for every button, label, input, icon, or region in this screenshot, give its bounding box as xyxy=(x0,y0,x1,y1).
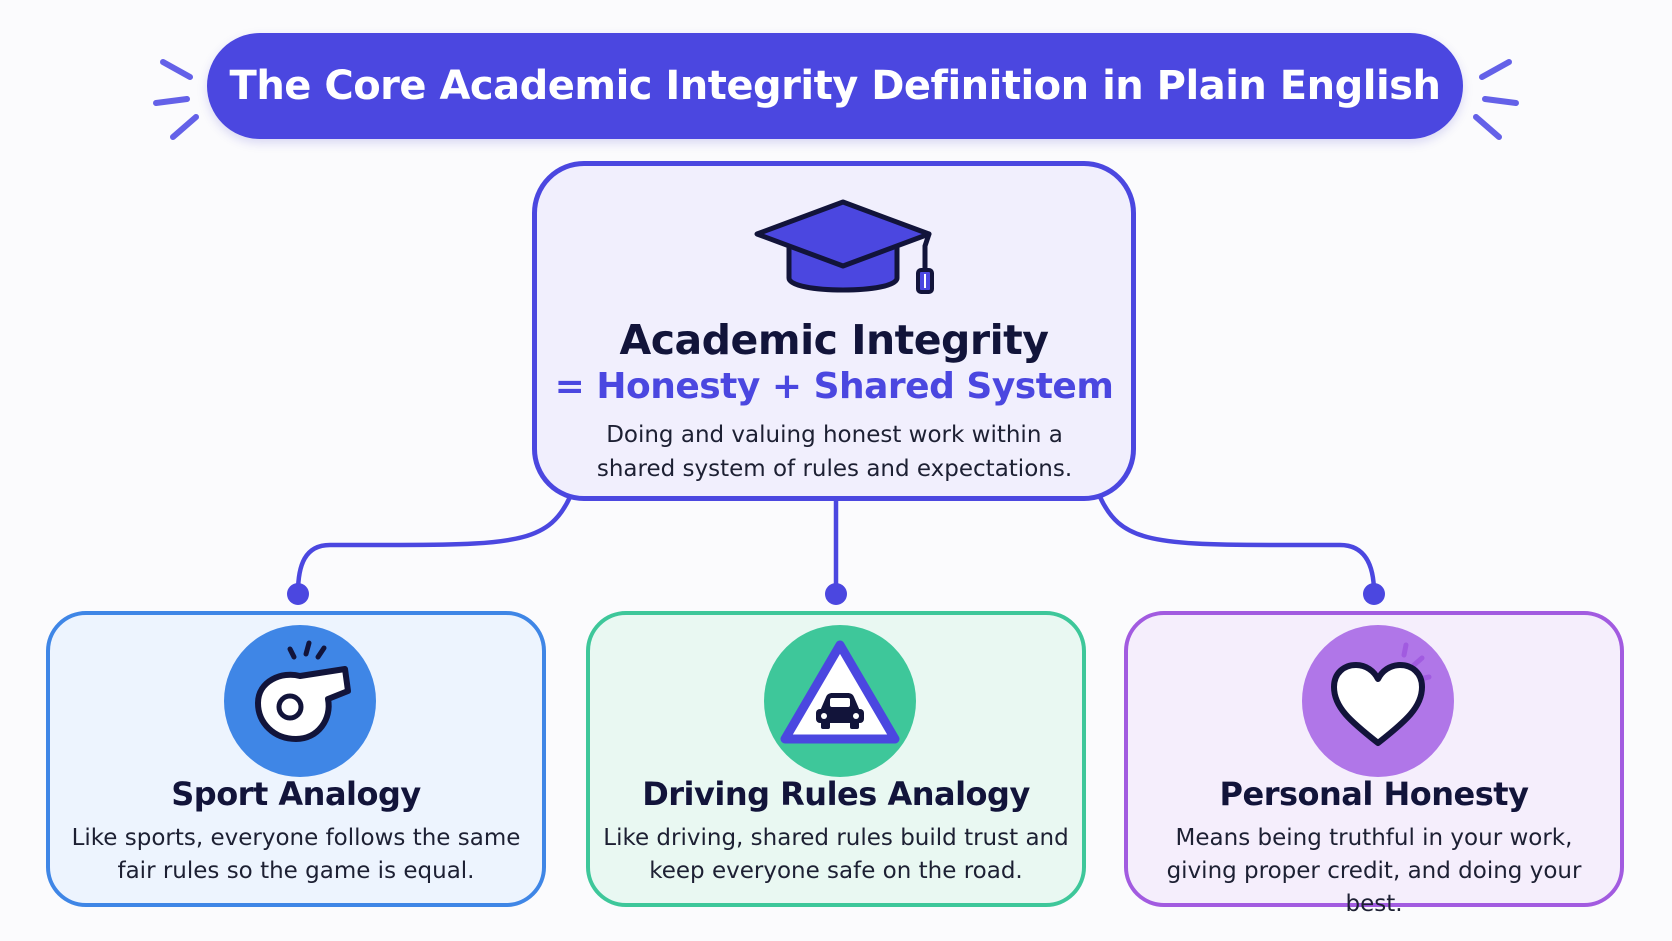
title-banner: The Core Academic Integrity Definition i… xyxy=(207,33,1463,139)
sport-analogy-card: Sport Analogy Like sports, everyone foll… xyxy=(46,611,546,907)
card-title: Personal Honesty xyxy=(1219,775,1529,813)
card-title: Sport Analogy xyxy=(171,775,421,813)
card-description: Means being truthful in your work, givin… xyxy=(1166,825,1582,917)
whistle-icon xyxy=(224,625,376,777)
core-title: Academic Integrity xyxy=(619,316,1049,364)
card-description: Like driving, shared rules build trust a… xyxy=(603,825,1069,884)
right-sparkle-icon xyxy=(1473,59,1519,140)
card-description: Like sports, everyone follows the same f… xyxy=(71,825,521,884)
core-definition-card: Academic Integrity = Honesty + Shared Sy… xyxy=(532,161,1136,501)
connector-dot-center xyxy=(825,583,847,605)
core-formula: = Honesty + Shared System xyxy=(554,366,1114,407)
left-sparkle-icon xyxy=(153,59,199,140)
heart-icon xyxy=(1302,625,1454,777)
personal-honesty-card: Personal Honesty Means being truthful in… xyxy=(1124,611,1624,917)
connector-left xyxy=(295,494,573,596)
connector-dot-right xyxy=(1363,583,1385,605)
road-sign-car-icon xyxy=(764,625,916,777)
driving-rules-analogy-card: Driving Rules Analogy Like driving, shar… xyxy=(586,611,1086,907)
connector-right xyxy=(1097,494,1377,596)
card-title: Driving Rules Analogy xyxy=(642,775,1030,813)
page-title: The Core Academic Integrity Definition i… xyxy=(229,63,1441,109)
connector-dot-left xyxy=(287,583,309,605)
graduation-cap-icon xyxy=(754,199,934,294)
core-description: Doing and valuing honest work within a s… xyxy=(596,422,1073,482)
